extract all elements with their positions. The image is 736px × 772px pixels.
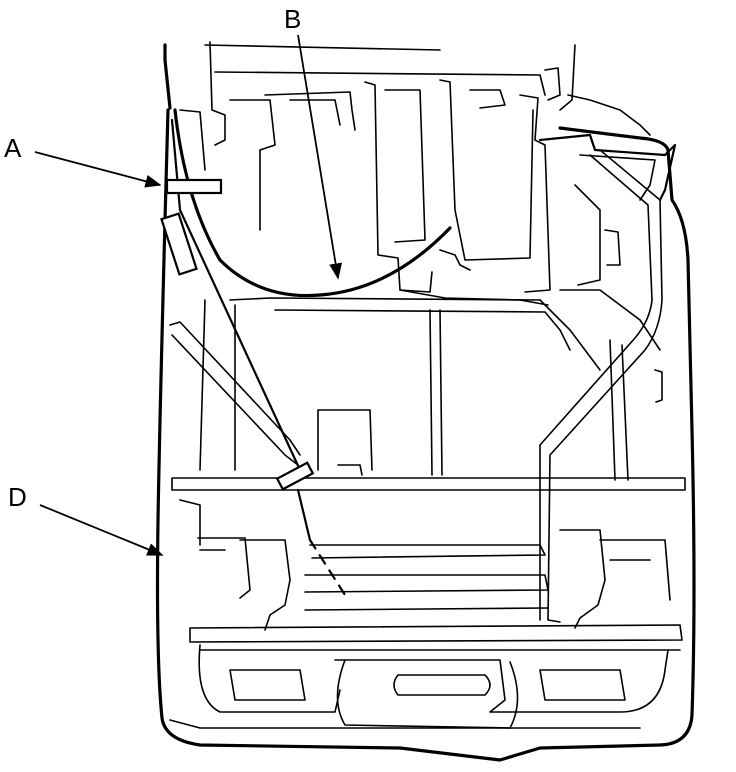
cable-clip-lower [275,461,315,491]
leader-a [34,151,162,188]
right-side-rail [538,133,677,623]
callout-d: D [8,482,27,512]
left-diagonal-rail [169,321,301,466]
leader-b [297,34,343,280]
backrest-frame [179,41,651,306]
lower-frame [169,297,686,729]
callout-a: A [4,133,22,163]
cable-d [170,118,347,597]
cable-sleeve [160,212,198,276]
cable-b [173,108,452,298]
cable-clip-a [165,178,223,195]
seat-cushion-outline [155,43,696,762]
leader-d [39,504,164,556]
callout-b: B [284,4,301,34]
